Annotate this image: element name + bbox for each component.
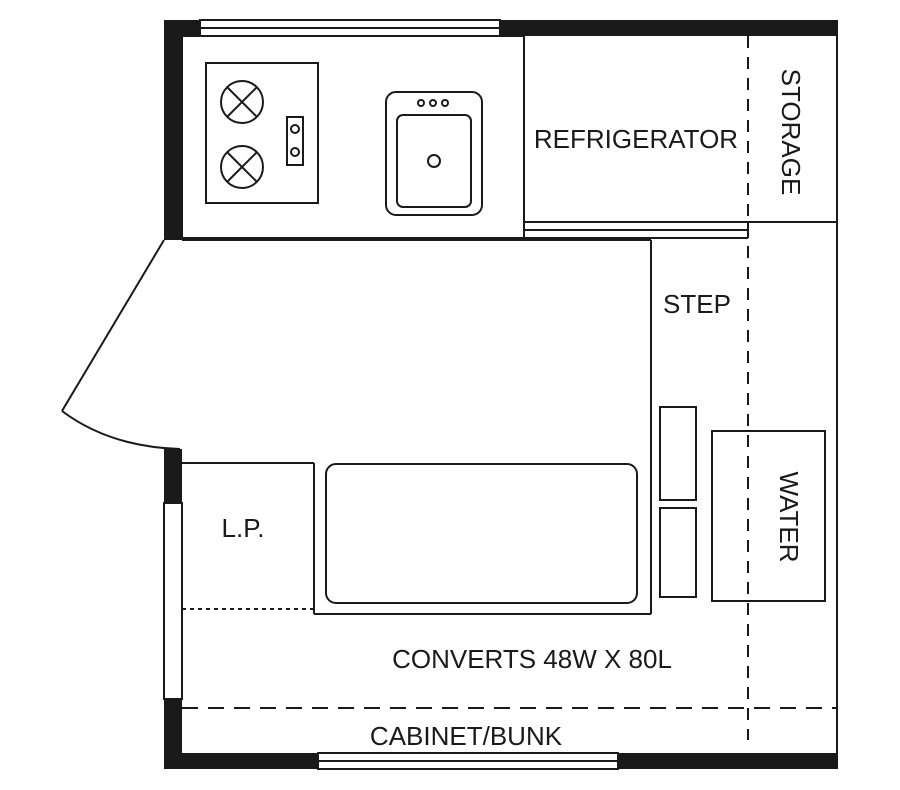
left-wall-lower [164,699,182,769]
faucet-icon [429,99,437,107]
top-wall-right [500,20,838,36]
bottom-wall-left [164,753,318,769]
sink-drain-icon [427,154,441,168]
dinette-area [182,239,652,615]
burner-icon [220,80,264,124]
kitchen-counter [181,35,525,239]
converts-label: CONVERTS 48W X 80L [392,644,672,674]
faucet-icon [441,99,449,107]
left-window [163,502,183,700]
stove [205,62,319,204]
step-box-lower [659,507,697,598]
table [325,463,638,604]
step-box-upper [659,406,697,501]
faucet-icon [417,99,425,107]
sink [385,91,483,216]
stove-knobs-icon [286,116,304,166]
left-wall-upper [164,20,182,240]
refrigerator-area [524,221,837,239]
cabinet-bunk-label: CABINET/BUNK [370,721,563,751]
exterior-walls [163,19,838,770]
lp-label: L.P. [222,513,265,543]
entry-door [61,239,181,450]
water-tank [711,430,826,602]
burner-icon [220,145,264,189]
bottom-wall-right [618,753,837,769]
left-wall-middle [164,449,182,503]
step-label: STEP [663,289,731,319]
storage-label: STORAGE [776,69,806,196]
water-label: WATER [774,472,804,563]
refrigerator-label: REFRIGERATOR [534,124,738,154]
